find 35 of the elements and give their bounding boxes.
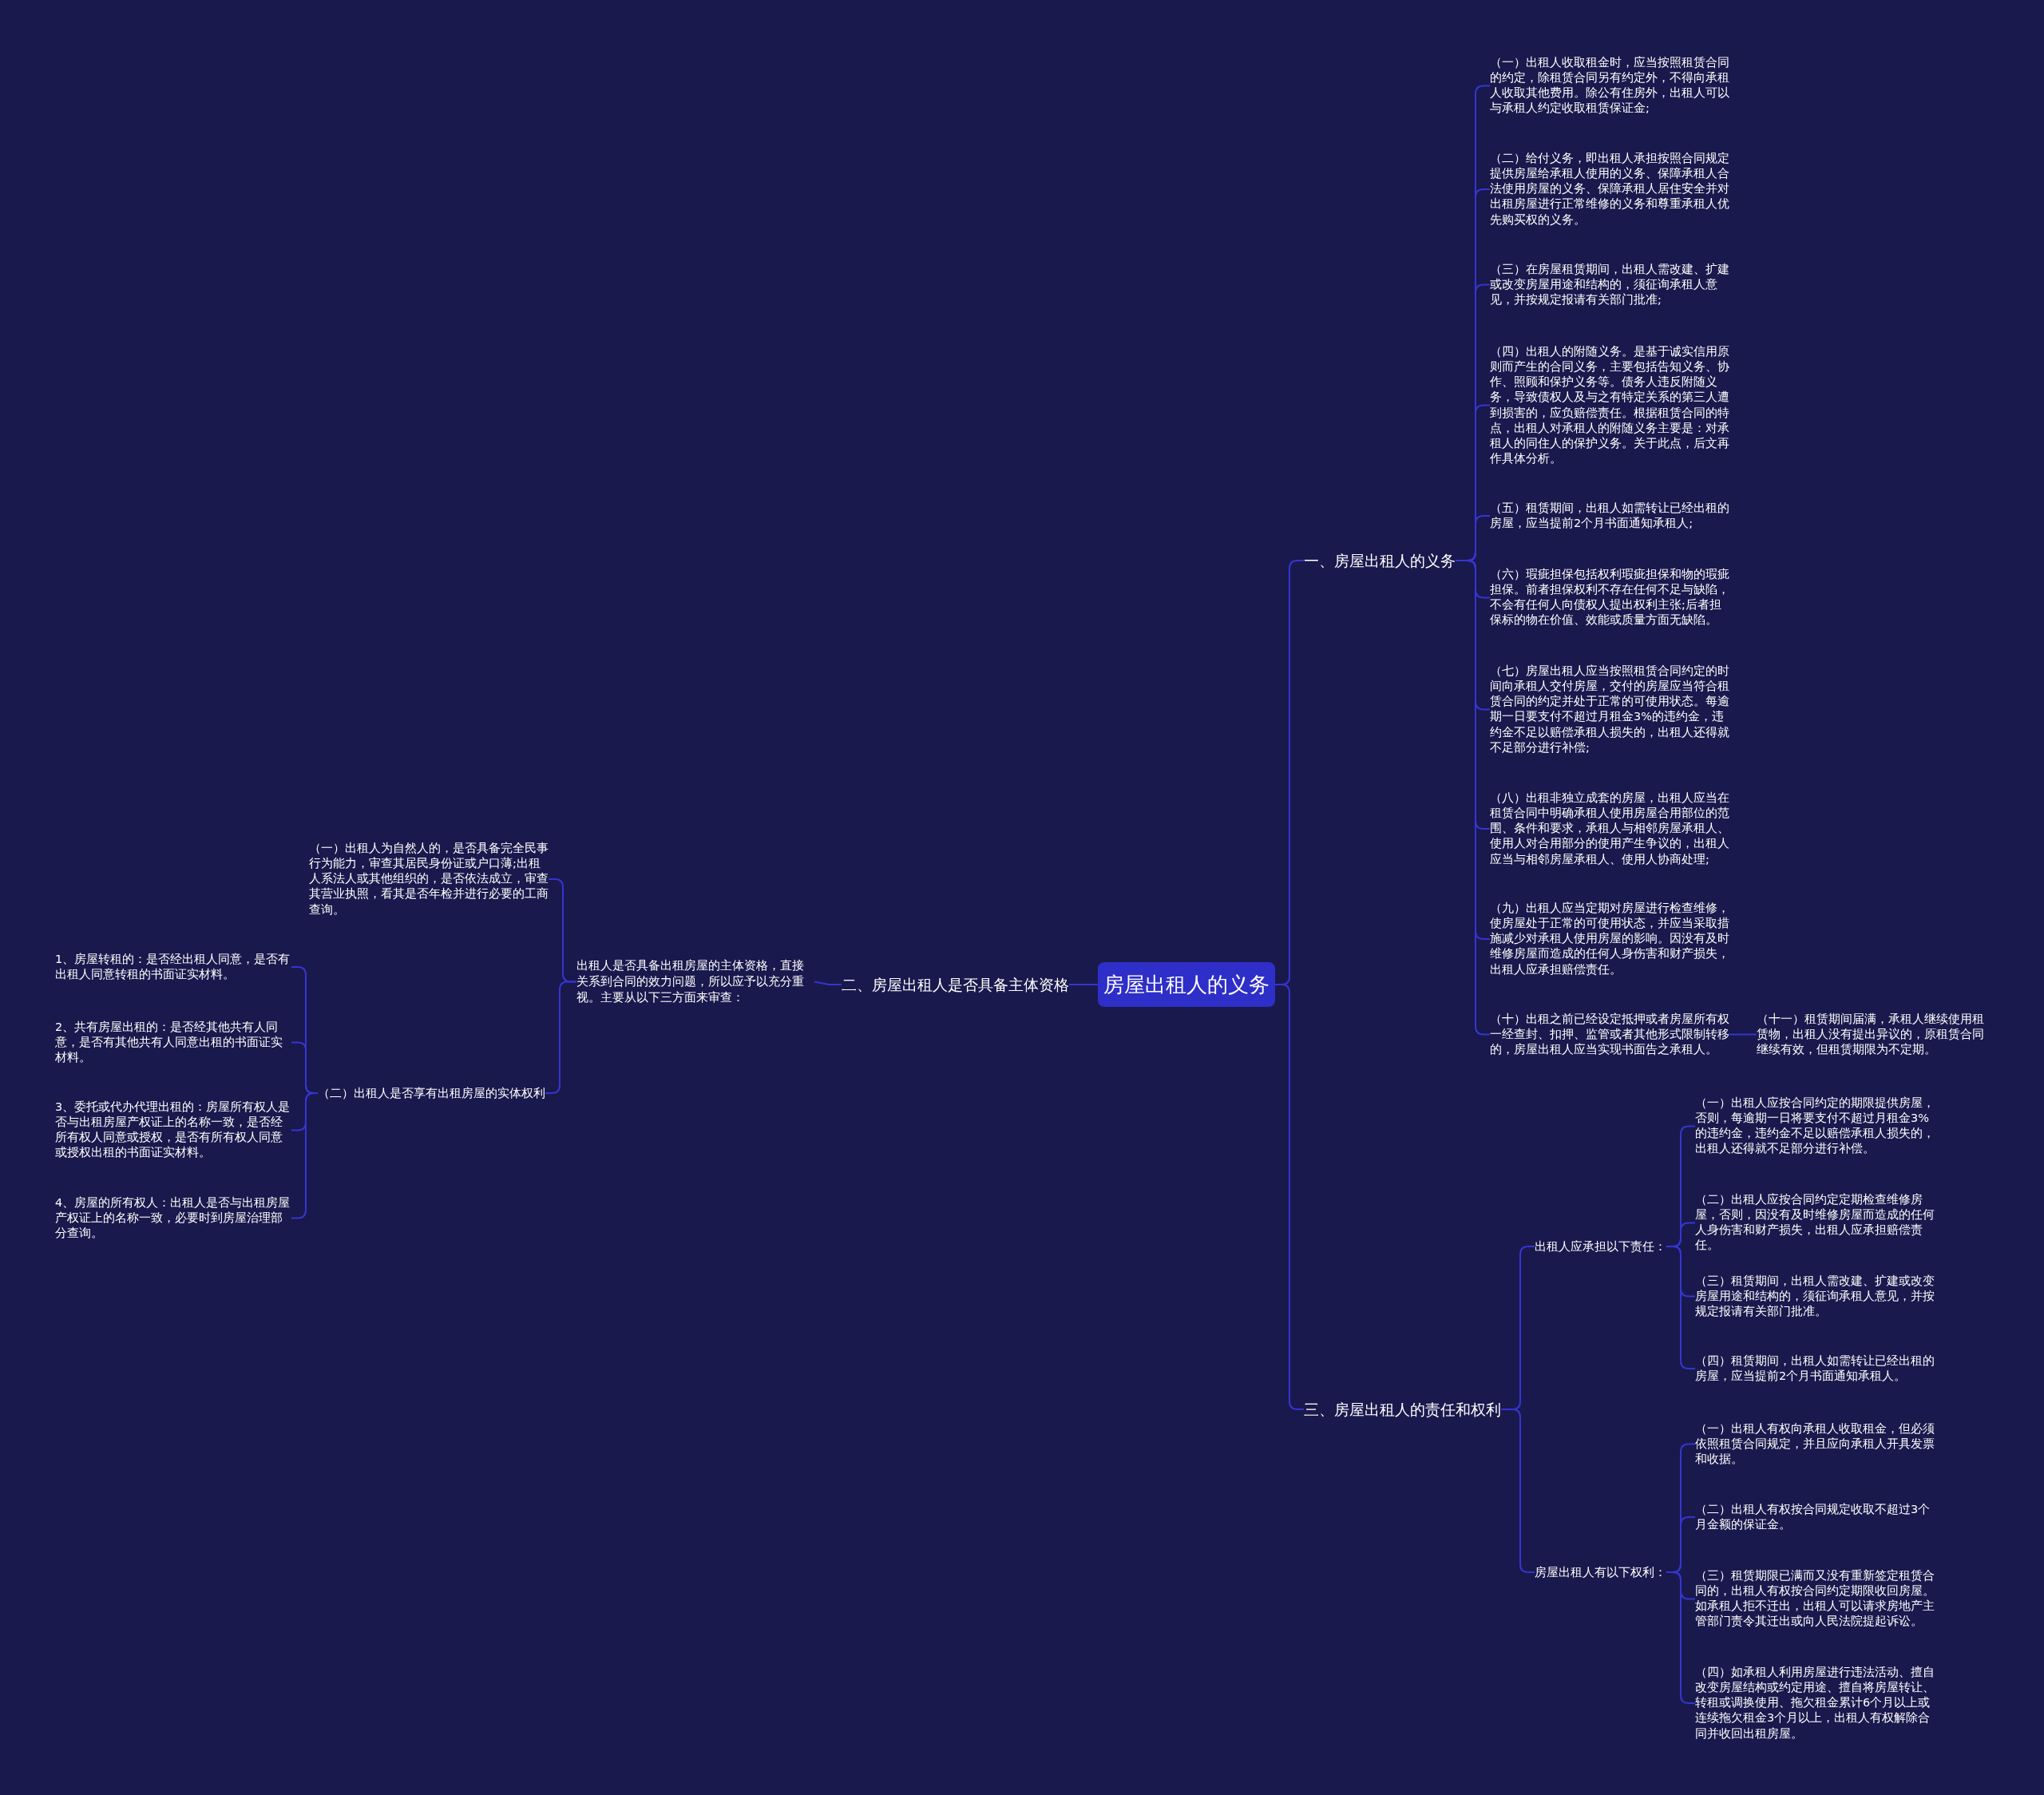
- topic-label: 一、房屋出租人的义务: [1304, 550, 1456, 571]
- note-text: （五）租赁期间，出租人如需转让已经出租的房屋，应当提前2个月书面通知承租人;: [1490, 501, 1729, 532]
- topic-label: 二、房屋出租人是否具备主体资格: [842, 974, 1069, 995]
- note-text: （四）如承租人利用房屋进行违法活动、擅自改变房屋结构或约定用途、擅自将房屋转让、转租或调换使用、拖欠租金累计6个月以上或连续拖欠租金3个月以上，出租人有权解除合同并收回出租房屋。: [1695, 1665, 1935, 1742]
- note-text: （十）出租之前已经设定抵押或者房屋所有权一经查封、扣押、监管或者其他形式限制转移的，房屋出租人应当实现书面告之承租人。: [1490, 1012, 1729, 1058]
- note-text: （三）租赁期间，出租人需改建、扩建或改变房屋用途和结构的，须征询承租人意见，并按规定报请有关部门批准。: [1695, 1274, 1935, 1320]
- note-text: 3、委托或代办代理出租的：房屋所有权人是否与出租房屋产权证上的名称一致，是否经所有权人同意或授权，是否有所有权人同意或授权出租的书面证实材料。: [55, 1100, 291, 1161]
- root-topic-box: 房屋出租人的义务: [1098, 962, 1275, 1007]
- note-text: 4、房屋的所有权人：出租人是否与出租房屋产权证上的名称一致，必要时到房屋治理部分查询。: [55, 1195, 291, 1242]
- note-text: （三）在房屋租赁期间，出租人需改建、扩建或改变房屋用途和结构的，须征询承租人意见，并按规定报请有关部门批准;: [1490, 262, 1729, 308]
- note-text: 1、房屋转租的：是否经出租人同意，是否有出租人同意转租的书面证实材料。: [55, 952, 291, 983]
- note-text: （十一）租赁期间届满，承租人继续使用租赁物，出租人没有提出异议的，原租赁合同继续有效，但租赁期限为不定期。: [1757, 1012, 1992, 1058]
- connector-line: [1729, 1033, 1757, 1036]
- topic-label: 三、房屋出租人的责任和权利: [1304, 1399, 1501, 1420]
- topic-label: （二）出租人是否享有出租房屋的实体权利: [318, 1085, 545, 1101]
- topic-label: 房屋出租人有以下权利：: [1535, 1564, 1666, 1580]
- note-text: （四）出租人的附随义务。是基于诚实信用原则而产生的合同义务，主要包括告知义务、协作、照顾和保护义务等。债务人违反附随义务，导致债权人及与之有特定关系的第三人遭到损害的，应负赔偿责任。根据租赁合同的特点，出租人对承租人的附随义务主要是：对承租人的同住人的保护义务。关于此点，后文再作具体分析。: [1490, 344, 1729, 466]
- note-text: 出租人是否具备出租房屋的主体资格，直接关系到合同的效力问题，所以应予以充分重视。主要从以下三方面来审查：: [576, 958, 814, 1006]
- note-text: （二）出租人有权按合同规定收取不超过3个月金额的保证金。: [1695, 1502, 1935, 1533]
- note-text: （二）给付义务，即出租人承担按照合同规定提供房屋给承租人使用的义务、保障承租人合法使用房屋的义务、保障承租人居住安全并对出租房屋进行正常维修的义务和尊重承租人优先购买权的义务。: [1490, 151, 1729, 228]
- note-text: （四）租赁期间，出租人如需转让已经出租的房屋，应当提前2个月书面通知承租人。: [1695, 1353, 1935, 1385]
- note-text: （三）租赁期限已满而又没有重新签定租赁合同的，出租人有权按合同约定期限收回房屋。如承租人拒不迁出，出租人可以请求房地产主管部门责令其迁出或向人民法院提起诉讼。: [1695, 1568, 1935, 1630]
- note-text: （九）出租人应当定期对房屋进行检查维修，使房屋处于正常的可使用状态，并应当采取措施减少对承租人使用房屋的影响。因没有及时维修房屋而造成的任何人身伤害和财产损失，出租人应承担赔偿责任。: [1490, 901, 1729, 977]
- topic-label: 出租人应承担以下责任：: [1535, 1238, 1666, 1254]
- note-text: （一）出租人为自然人的，是否具备完全民事行为能力，审查其居民身份证或户口薄;出租人系法人或其他组织的，是否依法成立，审查其营业执照，看其是否年检并进行必要的工商查询。: [309, 841, 549, 917]
- note-text: （六）瑕疵担保包括权利瑕疵担保和物的瑕疵担保。前者担保权利不存在任何不足与缺陷，不会有任何人向债权人提出权利主张;后者担保标的物在价值、效能或质量方面无缺陷。: [1490, 567, 1729, 628]
- note-text: （七）房屋出租人应当按照租赁合同约定的时间向承租人交付房屋，交付的房屋应当符合租赁合同的约定并处于正常的可使用状态。每逾期一日要支付不超过月租金3%的违约金，违约金不足以赔偿承租人损失的，出租人还得就不足部分进行补偿;: [1490, 664, 1729, 755]
- note-text: （一）出租人收取租金时，应当按照租赁合同的约定，除租赁合同另有约定外，不得向承租人收取其他费用。除公有住房外，出租人可以与承租人约定收取租赁保证金;: [1490, 55, 1729, 117]
- connector-line: [814, 981, 842, 985]
- connector-line: [1068, 984, 1099, 985]
- note-text: （一）出租人有权向承租人收取租金，但必须依照租赁合同规定，并且应向承租人开具发票和收据。: [1695, 1421, 1935, 1468]
- note-text: 2、共有房屋出租的：是否经其他共有人同意，是否有其他共有人同意出租的书面证实材料。: [55, 1020, 291, 1066]
- note-text: （一）出租人应按合同约定的期限提供房屋，否则，每逾期一日将要支付不超过月租金3%的违约金，违约金不足以赔偿承租人损失的，出租人还得就不足部分进行补偿。: [1695, 1096, 1935, 1157]
- note-text: （二）出租人应按合同约定定期检查维修房屋，否则，因没有及时维修房屋而造成的任何人身伤害和财产损失，出租人应承担赔偿责任。: [1695, 1192, 1935, 1254]
- note-text: （八）出租非独立成套的房屋，出租人应当在租赁合同中明确承租人使用房屋合用部位的范围、条件和要求，承租人与相邻房屋承租人、使用人对合用部分的使用产生争议的，出租人应当与相邻房屋承租人、使用人协商处理;: [1490, 791, 1729, 867]
